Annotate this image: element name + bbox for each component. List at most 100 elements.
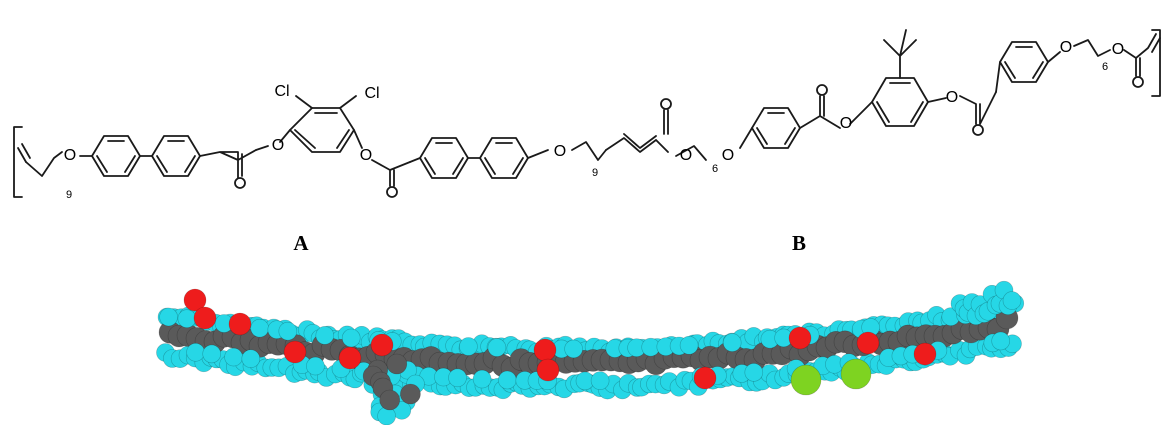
- subscript-9: 9: [66, 189, 72, 201]
- structural-formula: [13, 29, 1161, 198]
- oxygen-atom: [283, 340, 307, 364]
- hydrogen-atom: [448, 368, 467, 388]
- oxygen-atom: [536, 358, 560, 382]
- carbonyl-o: [234, 177, 246, 189]
- hydrogen-atom: [487, 338, 507, 357]
- atom-o: O: [840, 115, 852, 132]
- hydrogen-atom: [306, 356, 325, 376]
- left-bracket: [13, 126, 23, 198]
- hydrogen-atom: [991, 331, 1011, 351]
- hydrogen-atom: [744, 363, 764, 382]
- hydrogen-atom: [315, 326, 335, 345]
- oxygen-atom: [533, 338, 557, 362]
- spacer-6-chain: [675, 145, 707, 161]
- bond: [339, 95, 357, 109]
- hydrogen-atom: [341, 328, 361, 348]
- label-b: B: [792, 231, 806, 255]
- atom-o: O: [272, 137, 284, 154]
- hydrogen-atom: [177, 309, 197, 329]
- oxygen-atom: [370, 333, 394, 357]
- hydrogen-atom: [722, 333, 742, 352]
- hydrogen-atom: [250, 318, 270, 338]
- ring-6-double-bonds: [1004, 46, 1044, 79]
- oxygen-atom: [338, 346, 362, 370]
- ring-5-double-bonds: [756, 112, 796, 145]
- bond: [409, 157, 421, 163]
- chlorine-atom: [840, 358, 872, 390]
- hydrogen-atom: [224, 347, 243, 367]
- terminal-acrylate: [1123, 33, 1161, 77]
- hydrogen-atom: [564, 339, 583, 359]
- hydrogen-atom: [497, 370, 517, 390]
- oxygen-atom: [913, 342, 937, 366]
- carbonyl-o: [386, 186, 398, 198]
- bond: [353, 129, 363, 149]
- oxygen-atom: [193, 306, 217, 330]
- carbonyl-o: [972, 124, 984, 136]
- ester-b: [799, 95, 841, 129]
- bond: [295, 95, 313, 109]
- ring-1-double-bonds: [96, 140, 136, 173]
- hydrogen-atom: [679, 335, 699, 355]
- carbonyl-o: [1132, 76, 1144, 88]
- ester-right: [371, 159, 411, 187]
- atom-o: O: [1112, 41, 1124, 58]
- atom-o: O: [680, 147, 692, 164]
- spacer-6-right: [1073, 39, 1111, 57]
- tbutyl-ring: [871, 77, 929, 127]
- carbonyl-o: [816, 84, 828, 96]
- bond: [739, 127, 753, 149]
- tbutyl-ring-double-bonds: [876, 82, 924, 123]
- ring-3: [419, 137, 469, 179]
- right-bracket: [1151, 29, 1161, 97]
- bond: [995, 61, 1001, 93]
- left-spacer-chain: [25, 151, 63, 177]
- ring-2: [151, 135, 201, 177]
- ester-c: [959, 91, 997, 125]
- carbon-atom: [379, 389, 401, 411]
- subscript-6: 6: [712, 163, 718, 175]
- bond: [927, 97, 947, 103]
- atom-o: O: [1060, 39, 1072, 56]
- ring-2-double-bonds: [156, 140, 196, 173]
- ring-6: [999, 41, 1049, 83]
- ester-left: [199, 149, 257, 179]
- bond: [279, 129, 291, 143]
- hydrogen-atom: [241, 349, 261, 369]
- ring-5: [751, 107, 801, 149]
- oxygen-atom: [228, 312, 252, 336]
- ring-4-double-bonds: [484, 142, 524, 175]
- dichloro-ring-double-bonds: [294, 112, 350, 149]
- carbonyl-o: [660, 98, 672, 110]
- hydrogen-atom: [159, 307, 178, 327]
- hydrogen-atom: [590, 371, 610, 391]
- ring-1: [91, 135, 141, 177]
- tert-butyl: [883, 29, 917, 79]
- atom-o: O: [554, 143, 566, 160]
- bond: [1047, 51, 1061, 63]
- hydrogen-atom: [278, 321, 298, 341]
- spacer-9-chain: [571, 141, 607, 161]
- hydrogen-atom: [186, 342, 205, 362]
- left-end-double-bond: [17, 143, 31, 163]
- oxygen-atom: [788, 326, 812, 350]
- hydrogen-atom: [1002, 291, 1022, 310]
- ring-3-double-bonds: [424, 142, 464, 175]
- bond: [849, 101, 873, 125]
- hydrogen-atom: [459, 337, 478, 356]
- hydrogen-atom: [472, 369, 492, 389]
- label-a: A: [293, 231, 309, 255]
- space-filling-model: [156, 280, 1025, 426]
- ring-4: [479, 137, 529, 179]
- hydrogen-atom: [202, 344, 221, 364]
- bond: [527, 149, 549, 159]
- dichloro-ring: [289, 107, 355, 153]
- atom-o: O: [360, 147, 372, 164]
- atom-o: O: [946, 89, 958, 106]
- acrylate: [605, 109, 669, 153]
- atom-o: O: [64, 147, 76, 164]
- carbon-atom: [400, 383, 421, 405]
